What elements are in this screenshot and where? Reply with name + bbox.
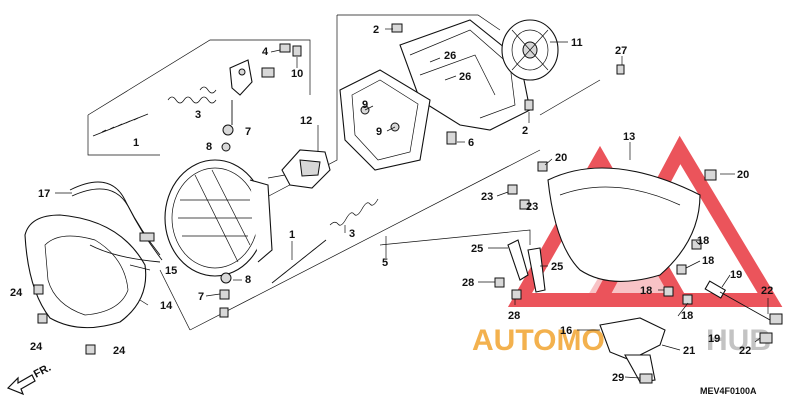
collar-parts-18 [663, 239, 702, 305]
diagram-code: MEV4F0100A [700, 386, 757, 396]
callout-29: 29 [612, 372, 624, 384]
nut-lower [219, 289, 230, 300]
callout-17: 17 [38, 188, 50, 200]
adjuster-bracket [229, 59, 253, 96]
callout-28-bottom: 28 [508, 310, 520, 322]
callout-24-left: 24 [10, 287, 23, 299]
callout-20-left: 20 [555, 152, 567, 164]
callout-10: 10 [291, 68, 303, 80]
front-label: FR. [32, 362, 53, 381]
callout-16: 16 [560, 325, 572, 337]
callout-12: 12 [300, 115, 312, 127]
screw-part-27 [616, 64, 625, 75]
clip-part-4 [279, 43, 291, 53]
callout-3-upper: 3 [195, 109, 201, 121]
nut-part-10 [292, 45, 302, 57]
bolt-23-a [507, 184, 518, 195]
clip-part-6 [446, 131, 457, 145]
bolt-29 [639, 373, 653, 384]
callout-25-left: 25 [471, 243, 483, 255]
callout-18-d: 18 [681, 310, 693, 322]
callout-13: 13 [623, 131, 635, 143]
callout-8-upper: 8 [206, 141, 212, 153]
callout-19-upper: 19 [730, 269, 742, 281]
callout-9-upper: 9 [362, 99, 368, 111]
callout-25-right: 25 [551, 261, 563, 273]
callout-15: 15 [165, 265, 177, 277]
callout-1-upper: 1 [133, 137, 139, 149]
bulb-socket [267, 149, 331, 189]
callout-14: 14 [160, 300, 173, 312]
bolt-20-top [537, 161, 548, 172]
bolt-19-long [704, 280, 771, 321]
front-direction-indicator: FR. [6, 362, 53, 396]
washer-lower [220, 272, 232, 284]
callout-9-lower: 9 [376, 126, 382, 138]
callout-1-lower: 1 [289, 229, 295, 241]
spring-lower [329, 198, 379, 226]
stay-bracket-25 [507, 239, 546, 293]
callout-27: 27 [615, 45, 627, 57]
callout-11: 11 [571, 37, 583, 49]
mount-bracket-16-21 [599, 317, 666, 383]
adjust-screw-lower [271, 239, 327, 284]
callout-18-a: 18 [697, 235, 709, 247]
headlight-rim [24, 214, 147, 329]
callout-22-lower: 22 [739, 345, 751, 357]
callout-labels: 2 11 4 10 26 26 27 3 1 7 8 12 9 9 6 2 13… [10, 24, 773, 384]
headlight-visor [547, 167, 701, 282]
bolt-22-b [759, 332, 773, 344]
callout-26-upper: 26 [444, 50, 456, 62]
callout-24-bottom-left: 24 [30, 341, 43, 353]
callout-2-top: 2 [373, 24, 379, 36]
callout-8-lower: 8 [245, 274, 251, 286]
callout-4: 4 [262, 46, 269, 58]
callout-28-left: 28 [462, 277, 474, 289]
bolt-24-bottom-left [37, 313, 48, 324]
screw-part-upper [261, 67, 275, 78]
screw-part-7-lower [219, 307, 229, 318]
bolt-28-bottom [511, 289, 522, 300]
callout-23-left: 23 [481, 191, 493, 203]
callout-20-right: 20 [737, 169, 749, 181]
screw-part-2-top [391, 23, 403, 33]
wire-harness [69, 181, 163, 263]
callout-5: 5 [382, 257, 388, 269]
callout-24-bottom: 24 [113, 345, 126, 357]
washer-upper [222, 124, 234, 136]
headlight-mount-frame [339, 69, 431, 171]
bolt-22-a [769, 313, 783, 325]
bolt-24-bottom [85, 344, 96, 355]
callout-7-lower: 7 [198, 291, 204, 303]
callout-19-lower: 19 [708, 333, 720, 345]
callout-18-c: 18 [640, 285, 652, 297]
bolt-20-right [704, 169, 717, 181]
callout-26-lower: 26 [459, 71, 471, 83]
callout-7-upper: 7 [245, 126, 251, 138]
spring-upper [167, 86, 217, 104]
bolt-24-left [33, 284, 44, 295]
callout-21: 21 [683, 345, 695, 357]
callout-23-right: 23 [526, 201, 538, 213]
assembly-outline [87, 14, 601, 331]
callout-6: 6 [468, 137, 474, 149]
leader-lines [55, 28, 769, 379]
bolt-28-left [494, 277, 505, 288]
adjust-screw-upper [92, 113, 149, 137]
rear-cover [501, 19, 559, 81]
front-arrow-icon [6, 374, 36, 396]
callout-2-lower: 2 [522, 125, 528, 137]
headlight-unit [164, 159, 273, 277]
screw-part-2-bottom [524, 99, 534, 111]
callout-3-lower: 3 [349, 228, 355, 240]
callout-18-b: 18 [702, 255, 714, 267]
nut-upper [221, 142, 231, 152]
callout-22-upper: 22 [761, 285, 773, 297]
